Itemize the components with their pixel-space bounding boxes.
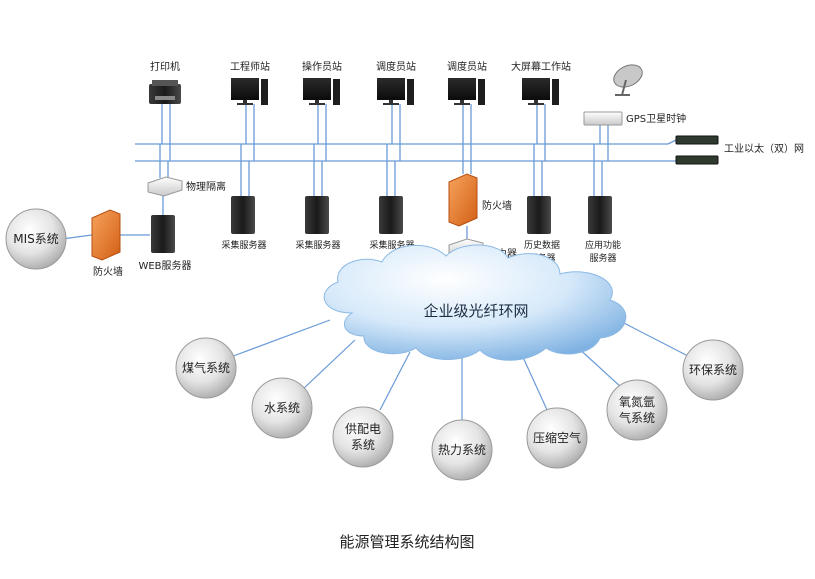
- engineer-station-label: 工程师站: [230, 60, 270, 73]
- gas-system-bubble: [175, 337, 237, 399]
- heat-system-label: 热力系统: [438, 443, 486, 457]
- firewall-left-label: 防火墙: [93, 265, 123, 278]
- dispatcher-station-1-icon: [377, 78, 414, 105]
- fiber-ring-label: 企业级光纤环网: [423, 302, 528, 320]
- dispatcher-station-1-label: 调度员站: [376, 60, 416, 73]
- environment-system-bubble: [682, 339, 744, 401]
- power-system-label-line2: 系统: [351, 438, 375, 452]
- bigscreen-station-icon: [522, 78, 559, 105]
- compressed-air-label: 压缩空气: [533, 430, 581, 445]
- mis-system-bubble: [5, 208, 67, 270]
- printer-label: 打印机: [150, 60, 180, 73]
- ethernet-switch-icon: [675, 135, 719, 165]
- firewall-right-label: 防火墙: [482, 199, 512, 212]
- gps-clock-label: GPS卫星时钟: [626, 112, 686, 125]
- oxygen-nitrogen-label-line2: 气系统: [619, 410, 655, 425]
- dispatcher-station-2-label: 调度员站: [447, 60, 487, 73]
- firewall-left-icon: [91, 209, 121, 261]
- mis-system-label: MIS系统: [13, 232, 59, 246]
- ethernet-label: 工业以太（双）网: [724, 142, 804, 155]
- printer-icon: [149, 80, 181, 104]
- bigscreen-station-label: 大屏幕工作站: [511, 60, 571, 73]
- web-server-label: WEB服务器: [138, 259, 191, 272]
- oxygen-nitrogen-bubble: [606, 379, 668, 441]
- power-system-label-line1: 供配电: [345, 422, 381, 436]
- oxygen-nitrogen-label-line1: 氧氮氩: [619, 394, 655, 409]
- app-server-icon: [588, 196, 612, 234]
- operator-station-icon: [303, 78, 340, 105]
- firewall-right-icon: [448, 173, 478, 227]
- collect-server-1-icon: [231, 196, 255, 234]
- heat-system-bubble: [431, 419, 493, 481]
- water-system-bubble: [251, 377, 313, 439]
- web-server-icon: [151, 215, 175, 253]
- history-server-label-line1: 历史数据: [524, 239, 560, 251]
- fiber-ring-cloud: [323, 244, 627, 361]
- water-system-label: 水系统: [264, 401, 300, 415]
- ethernet-bus: [61, 104, 677, 282]
- operator-station-label: 操作员站: [302, 60, 342, 73]
- app-server-label-line2: 服务器: [589, 252, 616, 264]
- power-system-bubble: [332, 406, 394, 468]
- collect-server-3-icon: [379, 196, 403, 234]
- physical-isolation-icon: [147, 176, 183, 197]
- compressed-air-bubble: [526, 407, 588, 469]
- gas-system-label: 煤气系统: [182, 360, 230, 375]
- dispatcher-station-2-icon: [448, 78, 485, 105]
- physical-isolation-label: 物理隔离: [186, 180, 226, 193]
- diagram-title: 能源管理系统结构图: [339, 533, 474, 551]
- environment-system-label: 环保系统: [689, 363, 737, 377]
- gps-clock-icon: [583, 111, 623, 126]
- history-server-icon: [527, 196, 551, 234]
- app-server-label-line1: 应用功能: [585, 239, 621, 251]
- satellite-dish-icon: [613, 64, 643, 96]
- collect-server-2-label: 采集服务器: [295, 239, 340, 251]
- collect-server-2-icon: [305, 196, 329, 234]
- collect-server-1-label: 采集服务器: [221, 239, 266, 251]
- engineer-station-icon: [231, 78, 268, 105]
